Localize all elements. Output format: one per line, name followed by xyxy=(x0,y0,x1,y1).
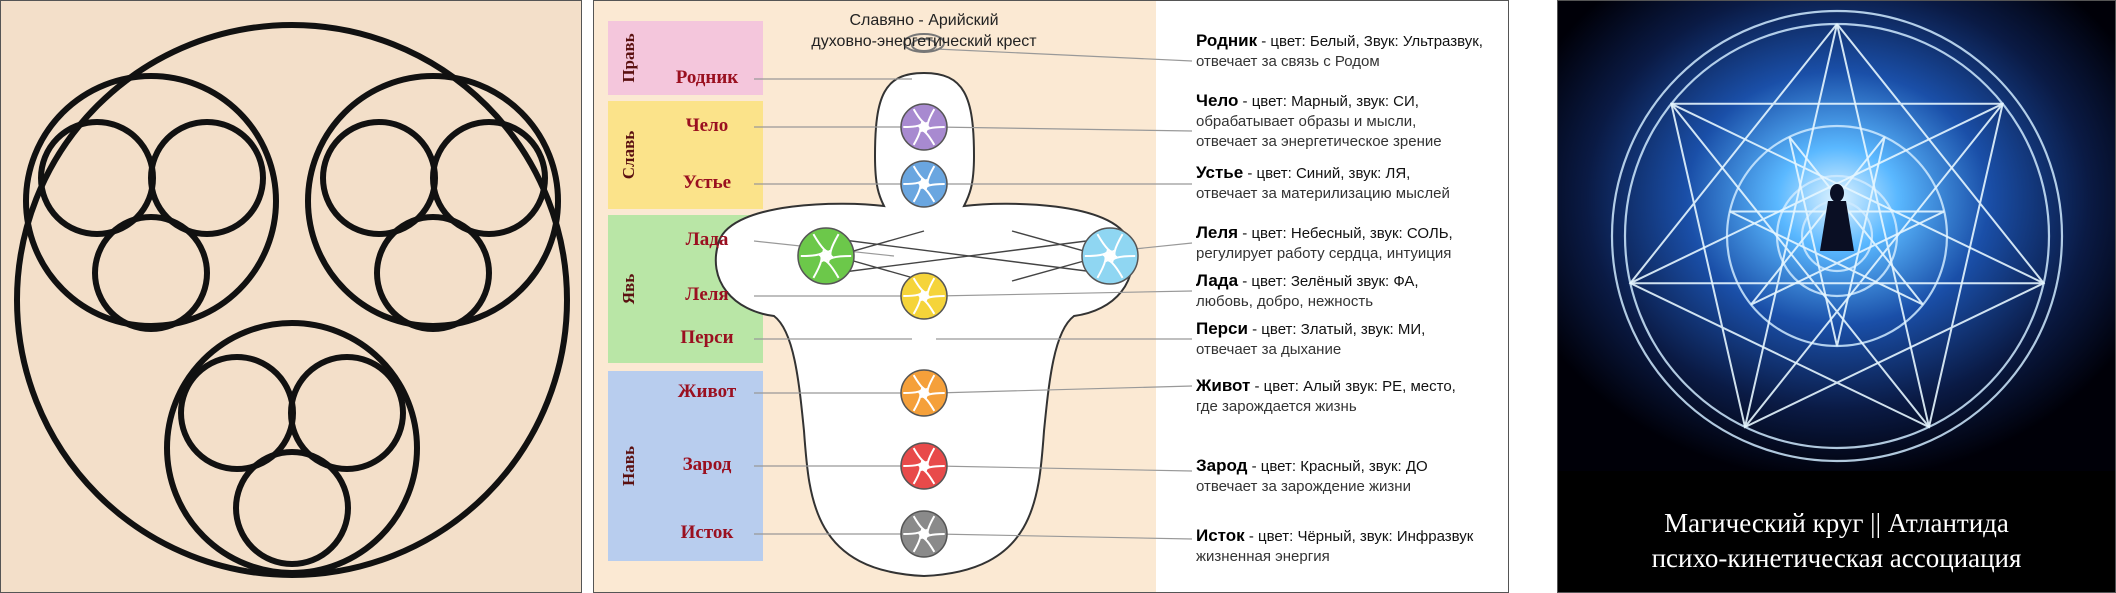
cross-title-line2: духовно-энергетический крест xyxy=(811,33,1037,50)
desc-rodnik: Родник - цвет: Белый, Звук: Ультразвук, … xyxy=(1196,31,1483,70)
body-silhouette xyxy=(714,71,1134,578)
magic-circle-image xyxy=(1558,1,2115,592)
label-lada: Лада xyxy=(686,229,729,250)
bottom-group-circle xyxy=(164,320,420,576)
desc-zhivot: Живот - цвет: Алый звук: РЕ, место, где … xyxy=(1196,376,1456,415)
group-name-prav: Правь xyxy=(619,33,638,82)
chakra-wheel xyxy=(797,227,855,285)
desc-zarod: Зарод - цвет: Красный, звук: ДО отвечает… xyxy=(1196,456,1428,495)
chakra-wheel xyxy=(900,510,948,558)
desc-chelo: Чело - цвет: Марный, звук: СИ, обрабатыв… xyxy=(1196,91,1442,150)
cross-diagram: Славяно - Арийский духовно-энергетически… xyxy=(594,1,1193,592)
label-zhivot: Живот xyxy=(678,381,737,402)
caption-line1: Магический круг || Атлантида xyxy=(1664,508,2009,538)
desc-istok: Исток - цвет: Чёрный, звук: Инфразвук жи… xyxy=(1196,526,1474,565)
label-chelo: Чело xyxy=(686,115,729,136)
rodnik-chakra xyxy=(903,33,945,53)
desc-uste: Устье - цвет: Синий, звук: ЛЯ, отвечает … xyxy=(1196,163,1450,202)
chakra-wheel xyxy=(900,442,948,490)
desc-lada: Лада - цвет: Зелёный звук: ФА, любовь, д… xyxy=(1196,271,1419,310)
label-lelya: Леля xyxy=(685,284,728,305)
chakra-wheel xyxy=(1081,227,1139,285)
label-istok: Исток xyxy=(681,522,734,543)
label-zarod: Зарод xyxy=(683,454,732,475)
group-box-prav xyxy=(608,21,763,95)
chakra-wheel xyxy=(900,103,948,151)
group-name-slav: Славь xyxy=(619,131,638,180)
label-rodnik: Родник xyxy=(676,67,739,88)
group-name-yav: Явь xyxy=(619,274,638,304)
magic-circle-panel: Магический круг || Атлантида психо-кинет… xyxy=(1557,0,2116,593)
chakra-wheels xyxy=(797,103,1139,558)
caption-line2: психо-кинетическая ассоциация xyxy=(1651,543,2022,573)
silhouette-figure xyxy=(1820,184,1854,251)
group-box-nav xyxy=(608,371,763,561)
chakra-wheel xyxy=(900,369,948,417)
label-persi: Перси xyxy=(680,327,733,348)
chakra-wheel xyxy=(900,160,948,208)
cross-title-line1: Славяно - Арийский xyxy=(849,12,998,29)
nested-circles-diagram xyxy=(14,22,570,578)
group-name-nav: Навь xyxy=(619,446,638,486)
slavic-cross-panel: Славяно - Арийский духовно-энергетически… xyxy=(593,0,1509,593)
desc-persi: Перси - цвет: Златый, звук: МИ, отвечает… xyxy=(1196,319,1426,358)
desc-lelya: Леля - цвет: Небесный, звук: СОЛЬ, регул… xyxy=(1196,223,1453,262)
label-uste: Устье xyxy=(683,172,731,193)
group-box-slav xyxy=(608,101,763,209)
circles-diagram-panel xyxy=(0,0,582,593)
chakra-wheel xyxy=(900,272,948,320)
